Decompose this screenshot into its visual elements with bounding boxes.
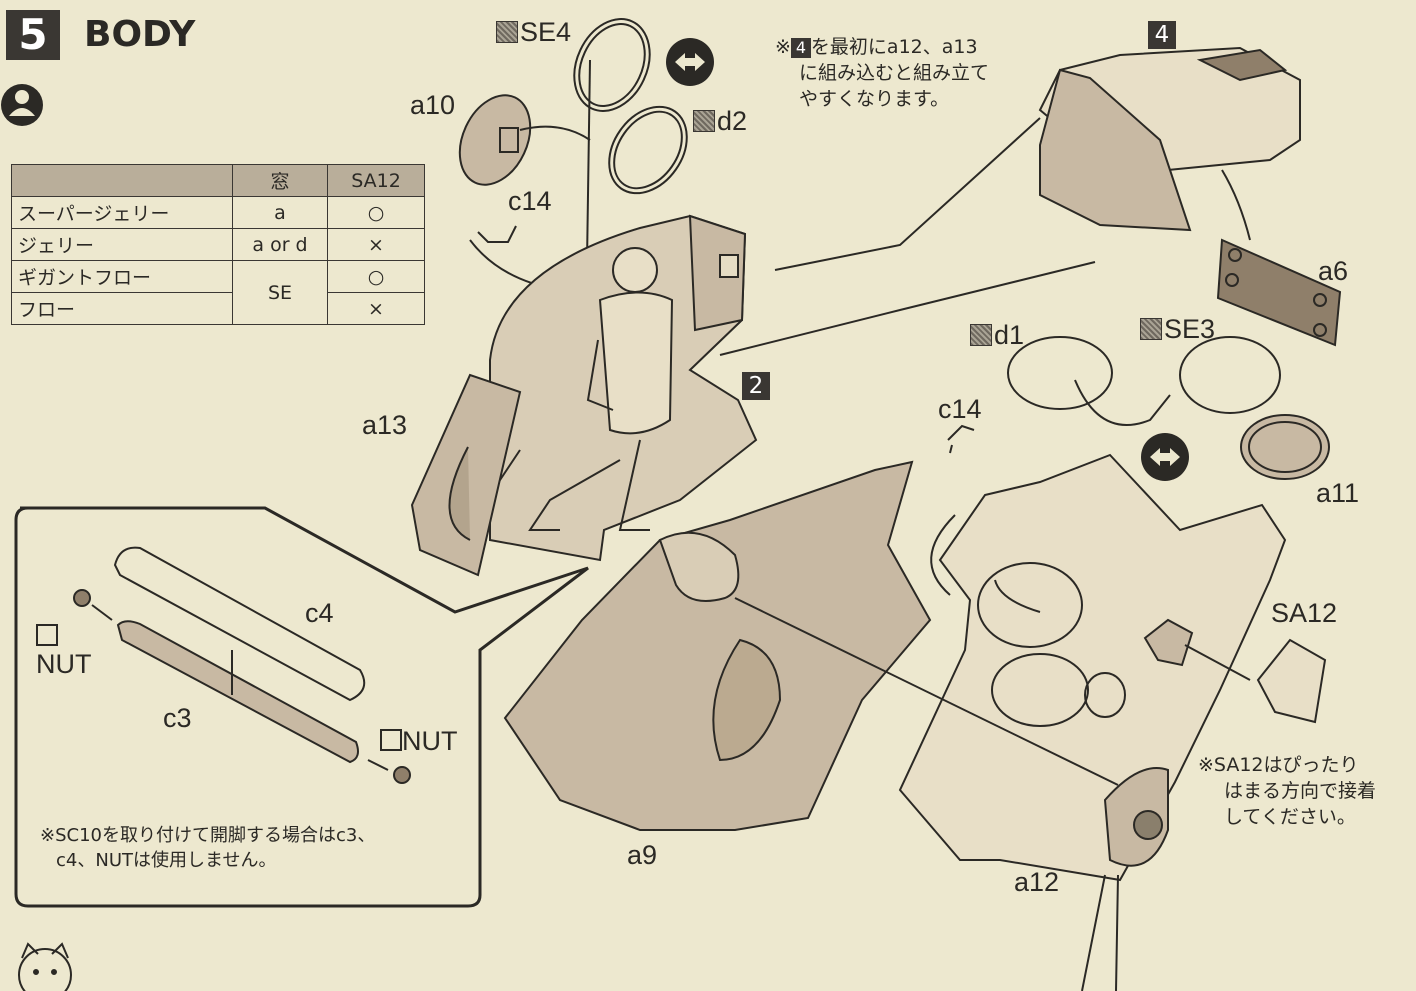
label-a11: a11 <box>1316 478 1360 508</box>
label-a12: a12 <box>1014 867 1060 897</box>
a10-window-part <box>458 94 532 186</box>
pilot-figure <box>479 247 674 531</box>
a12-body-part <box>898 453 1287 882</box>
label-a9: a9 <box>627 840 658 870</box>
a9-floor-part <box>503 460 932 831</box>
sa12-block-part <box>1256 638 1327 724</box>
hatch-swatch <box>693 110 715 132</box>
note-inset: ※SC10を取り付けて開脚する場合はc3、 c4、NUTは使用しません。 <box>40 825 376 871</box>
hatch-swatch <box>970 324 992 346</box>
part4-assembly <box>1038 46 1301 232</box>
inset-box <box>14 506 589 908</box>
d1-window-part <box>1007 336 1113 410</box>
table-cell-sa12: ○ <box>327 196 425 229</box>
label-c4: c4 <box>305 598 334 628</box>
se3-window-part <box>1179 336 1281 414</box>
person-icon <box>1 84 43 126</box>
c14-clip-right <box>947 424 975 454</box>
table-cell-window: a or d <box>232 228 328 261</box>
note-step-badge: 4 <box>790 38 811 58</box>
table-cell-name: フロー <box>11 292 233 325</box>
table-cell-sa12: × <box>327 228 425 261</box>
note-sa12: ※SA12はぴったり はまる方向で接着 してください。 <box>1198 754 1377 829</box>
table-header <box>11 164 233 197</box>
label-d1: d1 <box>970 322 1024 349</box>
label-a6: a6 <box>1318 256 1349 286</box>
hatch-swatch <box>1140 318 1162 340</box>
cat-mascot-icon <box>18 942 72 991</box>
table-cell-name: ジェリー <box>11 228 233 261</box>
c14-clip <box>477 225 517 243</box>
label-nut-left: NUT <box>36 622 92 679</box>
checkbox-symbol <box>36 624 58 646</box>
step-ref-4: 4 <box>1148 21 1176 49</box>
label-c14-top: c14 <box>508 186 552 216</box>
table-header-sa12: SA12 <box>327 164 425 197</box>
nut-right-part <box>393 766 411 784</box>
label-a10: a10 <box>410 90 456 120</box>
table-header-window: 窓 <box>232 164 328 197</box>
table-cell-sa12: ○ <box>327 260 425 293</box>
table-row: スーパージェリー a ○ <box>11 196 425 229</box>
table-row: フロー × <box>11 292 425 325</box>
parts-table: 窓 SA12 スーパージェリー a ○ ジェリー a or d × ギガントフロ… <box>11 164 425 325</box>
step-ref-2: 2 <box>742 372 770 400</box>
nut-left-part <box>73 589 91 607</box>
hatch-swatch <box>496 21 518 43</box>
label-sa12: SA12 <box>1271 598 1338 628</box>
label-d2: d2 <box>693 108 747 135</box>
se4-window-part <box>573 18 651 112</box>
c4-tube-part <box>113 546 366 702</box>
step-title: BODY <box>84 14 196 55</box>
label-a13: a13 <box>362 410 408 440</box>
step-number: 5 <box>6 10 60 60</box>
double-arrow-icon <box>1141 433 1189 481</box>
a11-window-part <box>1240 414 1330 480</box>
checkbox-symbol <box>380 729 402 751</box>
label-c14-right: c14 <box>938 394 982 424</box>
a6-plate-part <box>1216 238 1342 347</box>
label-se3: SE3 <box>1140 316 1215 343</box>
label-se4: SE4 <box>496 19 571 46</box>
table-cell-sa12: × <box>327 292 425 325</box>
d2-window-part <box>608 105 688 195</box>
table-cell-window: SE <box>232 260 328 325</box>
label-c3: c3 <box>163 703 192 733</box>
double-arrow-icon <box>666 38 714 86</box>
table-row: ギガントフロー SE ○ <box>11 260 425 325</box>
c3-tube-part <box>116 620 359 764</box>
table-cell-name: スーパージェリー <box>11 196 233 229</box>
label-nut-right: NUT <box>380 728 458 755</box>
table-row: ジェリー a or d × <box>11 228 425 261</box>
